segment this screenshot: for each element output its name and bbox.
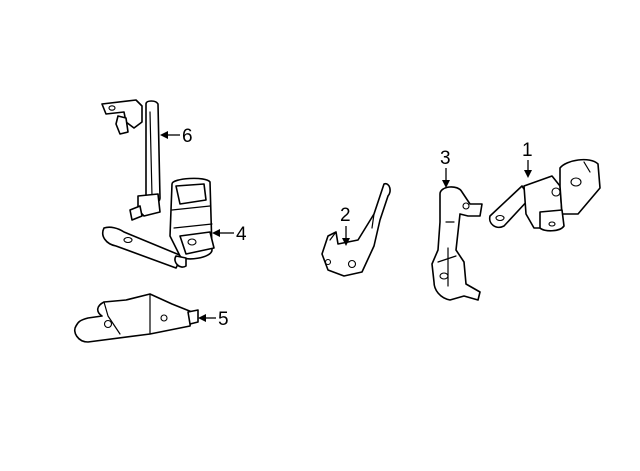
leader-3 [442, 168, 450, 188]
leader-6 [160, 131, 180, 139]
callout-6: 6 [182, 126, 193, 147]
leader-5 [198, 314, 216, 322]
callout-2: 2 [340, 205, 351, 226]
callout-4: 4 [236, 224, 247, 245]
part-4-height-sensor [101, 177, 215, 269]
part-3-front-link [431, 186, 483, 301]
callout-3: 3 [440, 148, 451, 169]
part-1-rear-sensor [488, 158, 601, 232]
leader-4 [212, 229, 234, 237]
part-6-link-rod [101, 99, 161, 221]
callout-1: 1 [522, 140, 533, 161]
part-5-bracket [73, 293, 199, 343]
leader-2 [342, 226, 350, 246]
part-2-bracket [321, 182, 391, 277]
callout-5: 5 [218, 309, 229, 330]
leader-1 [524, 160, 532, 178]
